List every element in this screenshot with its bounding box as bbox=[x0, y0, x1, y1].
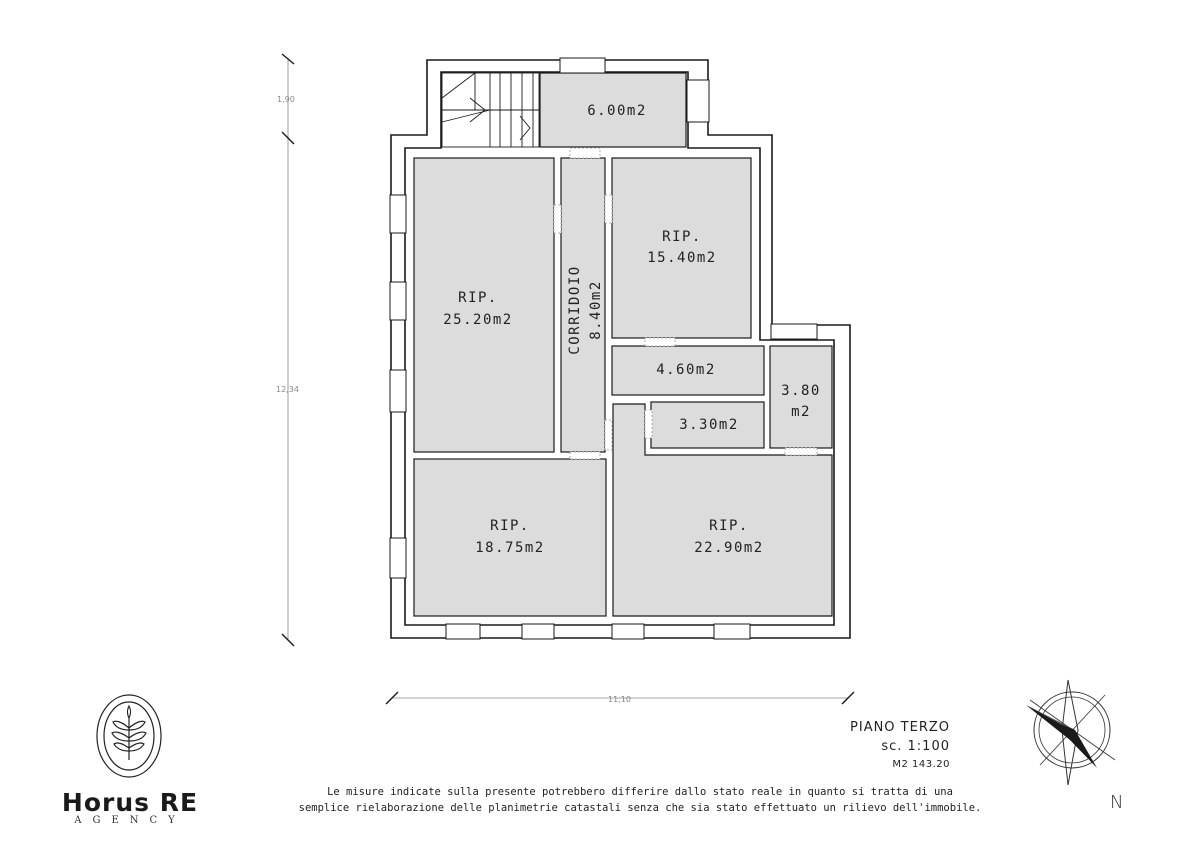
staircase bbox=[441, 72, 540, 148]
brand-tagline: AGENCY bbox=[74, 815, 186, 826]
room-rip-25-20 bbox=[413, 157, 555, 453]
label-room-3-80-unit: m2 bbox=[791, 404, 811, 420]
room-4-60 bbox=[611, 345, 765, 396]
windows bbox=[389, 57, 818, 640]
room-landing bbox=[539, 72, 687, 148]
label-room-3-30: 3.30m2 bbox=[679, 417, 739, 433]
disclaimer: Le misure indicate sulla presente potreb… bbox=[290, 784, 990, 816]
room-rip-15-40 bbox=[611, 157, 752, 339]
label-rip-15-40-name: RIP. bbox=[662, 229, 702, 245]
label-landing: 6.00m2 bbox=[587, 103, 647, 119]
label-room-3-80-value: 3.80 bbox=[781, 383, 821, 399]
room-3-30 bbox=[650, 401, 765, 449]
title-level: PIANO TERZO bbox=[850, 720, 950, 735]
compass-icon bbox=[1026, 679, 1116, 786]
dim-horizontal: 11,10 bbox=[608, 695, 631, 704]
brand-name: Horus RE bbox=[61, 788, 199, 817]
label-rip-18-75-area: 18.75m2 bbox=[475, 540, 545, 556]
doors bbox=[553, 147, 818, 460]
label-rip-18-75-name: RIP. bbox=[490, 518, 530, 534]
dim-main-vertical: 12,34 bbox=[276, 385, 299, 394]
room-corridor bbox=[560, 157, 606, 453]
room-rip-18-75 bbox=[413, 458, 607, 617]
label-corridor-area: 8.40m2 bbox=[588, 280, 604, 340]
label-rip-15-40-area: 15.40m2 bbox=[647, 250, 717, 266]
logo-leaf-icon bbox=[96, 694, 162, 778]
disclaimer-line-2: semplice rielaborazione delle planimetri… bbox=[298, 802, 982, 814]
title-scale: sc. 1:100 bbox=[881, 739, 950, 754]
room-3-80 bbox=[769, 345, 833, 449]
room-rip-22-90 bbox=[612, 403, 833, 617]
title-area: M2 143.20 bbox=[892, 759, 950, 770]
rooms bbox=[413, 72, 833, 617]
label-corridor-name: CORRIDOIO bbox=[567, 265, 583, 354]
label-room-4-60: 4.60m2 bbox=[656, 362, 716, 378]
label-rip-25-20-name: RIP. bbox=[458, 290, 498, 306]
compass-north-label: N bbox=[1110, 792, 1124, 813]
dimension-ticks bbox=[281, 53, 855, 705]
label-rip-22-90-area: 22.90m2 bbox=[694, 540, 764, 556]
label-rip-25-20-area: 25.20m2 bbox=[443, 312, 513, 328]
dimension-lines bbox=[287, 58, 848, 699]
dim-top-vertical: 1,90 bbox=[277, 95, 295, 104]
label-rip-22-90-name: RIP. bbox=[709, 518, 749, 534]
disclaimer-line-1: Le misure indicate sulla presente potreb… bbox=[327, 786, 953, 798]
